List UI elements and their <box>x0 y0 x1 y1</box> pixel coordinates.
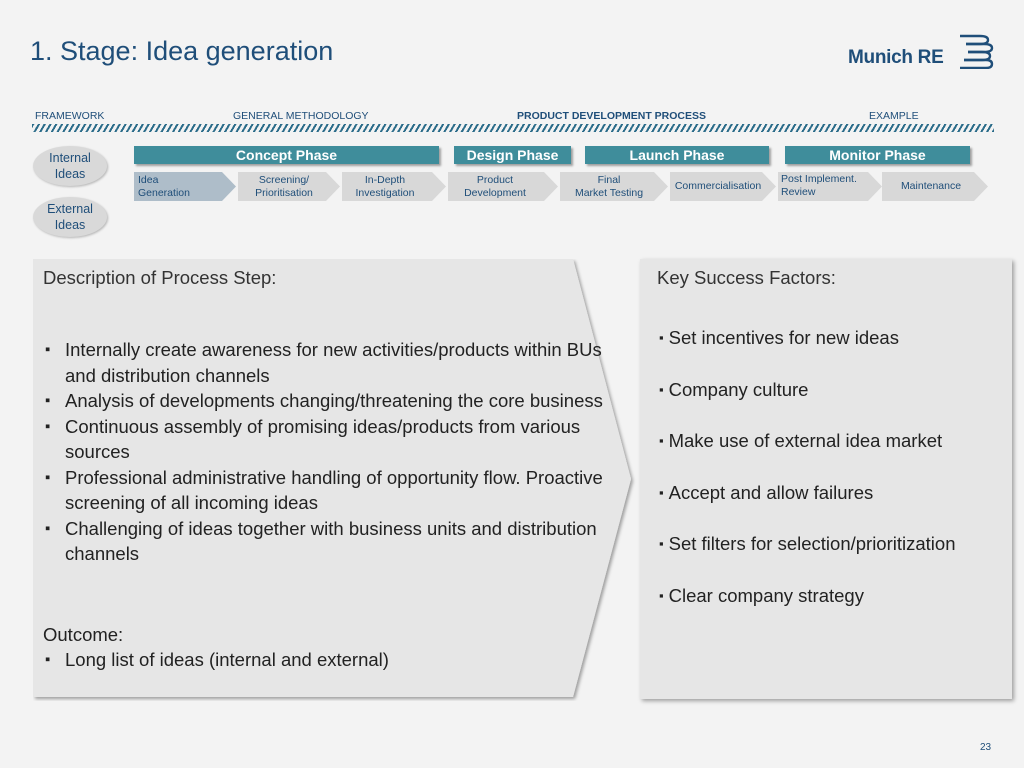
step-label: Product Development <box>464 173 526 199</box>
bullet-icon: ▪ <box>659 381 664 397</box>
key-success-factors-heading: Key Success Factors: <box>657 267 836 288</box>
list-item: ▪ Set filters for selection/prioritizatio… <box>659 533 955 585</box>
step-in-depth-investigation: In-Depth Investigation <box>342 172 446 201</box>
description-panel: Description of Process Step: Internally … <box>33 259 637 699</box>
internal-ideas-oval: Internal Ideas <box>33 146 107 186</box>
step-commercialisation: Commercialisation <box>670 172 776 201</box>
nav-item-framework[interactable]: FRAMEWORK <box>35 110 105 122</box>
phase-design: Design Phase <box>454 146 571 164</box>
nav-item-general-methodology[interactable]: GENERAL METHODOLOGY <box>233 110 369 122</box>
page-title: 1. Stage: Idea generation <box>30 36 334 66</box>
nav-item-product-development-process[interactable]: PRODUCT DEVELOPMENT PROCESS <box>517 110 707 122</box>
list-item: ▪Clear company strategy <box>659 585 955 637</box>
description-heading: Description of Process Step: <box>43 267 277 288</box>
bullet-icon: ▪ <box>659 587 664 603</box>
step-post-implementation-review: Post Implement. Review <box>778 172 882 201</box>
phase-concept: Concept Phase <box>134 146 439 164</box>
list-item: Professional administrative handling of … <box>43 465 603 516</box>
process-steps: Idea Generation Screening/ Prioritisatio… <box>0 172 1024 202</box>
external-ideas-oval: External Ideas <box>33 197 107 237</box>
outcome-heading: Outcome: <box>43 623 124 645</box>
list-item: ▪ Set incentives for new ideas <box>659 327 955 379</box>
list-item: Analysis of developments changing/threat… <box>43 388 603 414</box>
list-item: Continuous assembly of promising ideas/p… <box>43 414 603 465</box>
list-item: Long list of ideas (internal and externa… <box>43 647 603 673</box>
bullet-icon: ▪ <box>659 330 664 345</box>
list-item: ▪ Make use of external idea market <box>659 430 955 482</box>
step-screening: Screening/ Prioritisation <box>238 172 340 201</box>
logo-wave-icon <box>960 34 994 69</box>
outcome-bullets: Long list of ideas (internal and externa… <box>43 647 603 673</box>
page-number: 23 <box>980 742 992 753</box>
list-item: ▪Company culture <box>659 379 955 431</box>
bullet-icon: ▪ <box>659 536 664 551</box>
ksf-text: Accept and allow failures <box>668 481 874 503</box>
step-final-market-testing: Final Market Testing <box>560 172 668 201</box>
phase-launch: Launch Phase <box>585 146 769 164</box>
ksf-text: Set incentives for new ideas <box>668 327 899 348</box>
step-label: Maintenance <box>900 180 962 192</box>
step-label: Post Implement. Review <box>781 172 857 198</box>
nav-item-example[interactable]: EXAMPLE <box>869 110 919 122</box>
phase-monitor: Monitor Phase <box>785 146 970 164</box>
internal-ideas-label: Internal Ideas <box>49 151 91 181</box>
step-product-development: Product Development <box>448 172 558 201</box>
bullet-icon: ▪ <box>659 433 664 448</box>
list-item: ▪Accept and allow failures <box>659 482 955 534</box>
key-success-factors-list: ▪Set incentives for new ideas ▪Company c… <box>659 327 955 636</box>
list-item: Challenging of ideas together with busin… <box>43 516 603 567</box>
step-idea-generation: Idea Generation <box>134 172 236 201</box>
list-item: Internally create awareness for new acti… <box>43 337 603 388</box>
logo-text: Munich RE <box>848 47 944 68</box>
hatched-divider <box>32 124 994 132</box>
external-ideas-label: External Ideas <box>47 202 93 232</box>
munich-re-logo: Munich RE <box>848 33 998 73</box>
ksf-text: Company culture <box>668 378 809 400</box>
key-success-factors-panel: Key Success Factors: ▪ Set incentives for… <box>640 259 1012 699</box>
step-label: Commercialisation <box>674 180 762 192</box>
step-label: Final Market Testing <box>574 173 644 199</box>
bullet-icon: ▪ <box>659 484 664 500</box>
description-content: Description of Process Step: Internally … <box>43 267 603 673</box>
step-label: In-Depth Investigation <box>355 173 415 199</box>
step-maintenance: Maintenance <box>882 172 988 201</box>
top-navigation: FRAMEWORK GENERAL METHODOLOGY PRODUCT DE… <box>0 110 1024 122</box>
description-bullets: Internally create awareness for new acti… <box>43 337 603 567</box>
ksf-text: Clear company strategy <box>668 584 864 606</box>
step-label: Idea Generation <box>138 173 190 199</box>
ksf-text: Set filters for selection/prioritization <box>668 533 956 554</box>
ksf-text: Make use of external idea market <box>668 430 943 451</box>
step-label: Screening/ Prioritisation <box>255 173 313 199</box>
